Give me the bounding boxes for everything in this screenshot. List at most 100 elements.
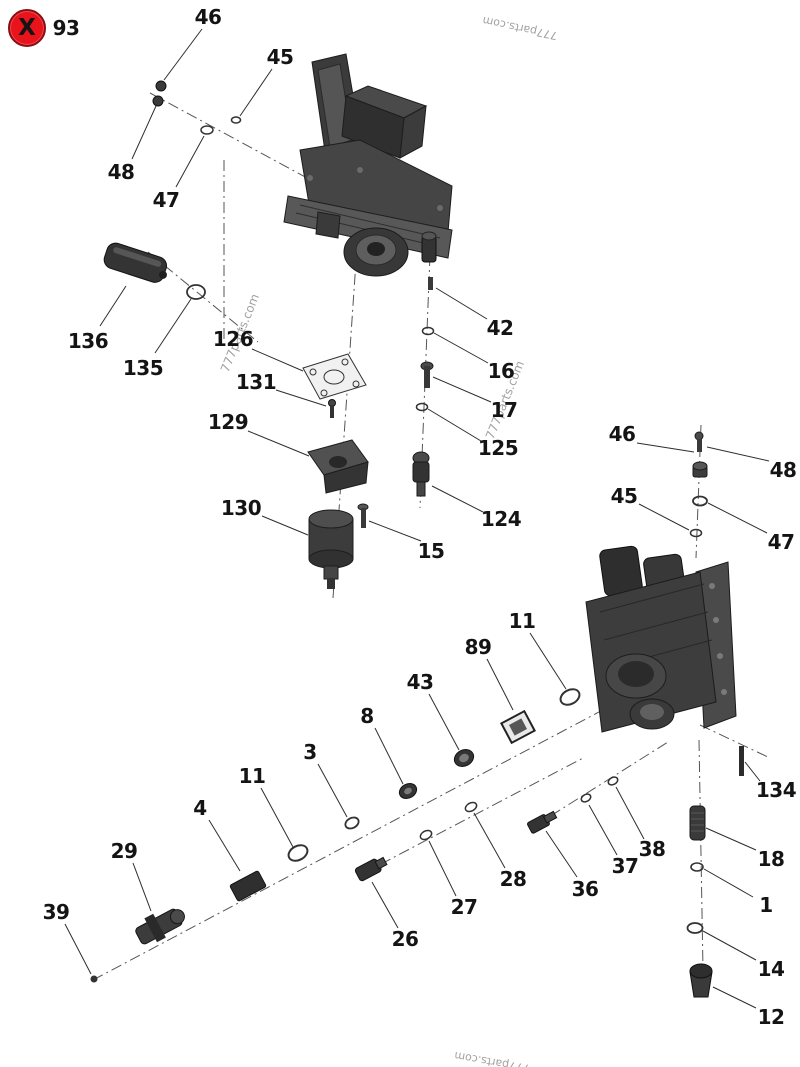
part-label-27: 27 bbox=[450, 895, 478, 919]
part-label-8: 8 bbox=[360, 704, 374, 728]
hardware-parts bbox=[90, 80, 744, 998]
part-label-48: 48 bbox=[107, 160, 135, 184]
part-label-43: 43 bbox=[406, 670, 434, 694]
part-label-46: 46 bbox=[194, 5, 222, 29]
x-icon: X bbox=[18, 14, 36, 41]
part-29-valve bbox=[135, 908, 185, 945]
leader-line-37 bbox=[588, 804, 618, 856]
part-label-1: 1 bbox=[759, 893, 773, 917]
leader-line-3 bbox=[317, 763, 348, 818]
part-17-bolt bbox=[420, 361, 434, 388]
leader-line-135 bbox=[154, 298, 192, 354]
part-15-bolt bbox=[357, 503, 369, 528]
leader-line-46 bbox=[636, 442, 695, 453]
part-18-plug bbox=[689, 805, 706, 841]
part-label-3: 3 bbox=[303, 740, 317, 764]
part-label-39: 39 bbox=[42, 900, 70, 924]
part-1-oring bbox=[690, 862, 704, 872]
leader-line-38 bbox=[615, 786, 645, 840]
part-11-oring-upper bbox=[559, 688, 581, 706]
part-label-18: 18 bbox=[757, 847, 785, 871]
part-12-plug bbox=[689, 963, 713, 998]
leader-line-46 bbox=[163, 28, 203, 81]
leader-line-26 bbox=[371, 881, 399, 929]
part-label-48: 48 bbox=[769, 458, 797, 482]
part-label-4: 4 bbox=[193, 796, 207, 820]
leader-line-126 bbox=[251, 348, 304, 372]
leader-line-89 bbox=[486, 658, 514, 711]
part-label-29: 29 bbox=[110, 839, 138, 863]
leader-line-17 bbox=[432, 376, 492, 403]
leader-line-12 bbox=[712, 986, 757, 1009]
part-26-plug bbox=[354, 856, 388, 882]
part-47-oring bbox=[200, 125, 214, 135]
leader-line-36 bbox=[545, 830, 578, 878]
part-38-oring bbox=[607, 776, 619, 786]
part-label-45: 45 bbox=[266, 45, 294, 69]
part-125-oring bbox=[415, 402, 429, 412]
part-27-oring bbox=[419, 829, 433, 841]
part-48-nuts bbox=[152, 80, 167, 107]
part-45-washer bbox=[230, 116, 242, 124]
part-label-134: 134 bbox=[755, 778, 797, 802]
part-label-136: 136 bbox=[67, 329, 109, 353]
part-47-oring-right bbox=[692, 495, 708, 507]
part-label-129: 129 bbox=[207, 410, 249, 434]
leader-line-15 bbox=[368, 520, 422, 542]
part-label-38: 38 bbox=[638, 837, 666, 861]
leader-line-14 bbox=[702, 930, 757, 961]
part-135-oring bbox=[186, 284, 206, 300]
part-label-130: 130 bbox=[220, 496, 262, 520]
part-16-oring bbox=[421, 326, 435, 336]
part-label-135: 135 bbox=[122, 356, 164, 380]
part-89-retainer bbox=[500, 709, 536, 745]
part-label-36: 36 bbox=[571, 877, 599, 901]
leader-line-45 bbox=[239, 68, 273, 117]
part-45-oring-right bbox=[689, 528, 703, 538]
leader-line-45 bbox=[638, 503, 690, 531]
part-134-pin bbox=[739, 746, 744, 776]
part-label-14: 14 bbox=[757, 957, 785, 981]
leader-line-18 bbox=[705, 827, 757, 851]
part-label-47: 47 bbox=[152, 188, 180, 212]
upper-assembly-drawing bbox=[283, 53, 453, 277]
part-label-11: 11 bbox=[238, 764, 266, 788]
error-marker: X bbox=[8, 9, 46, 47]
leader-line-39 bbox=[64, 923, 92, 975]
part-11-oring-lower bbox=[287, 844, 309, 862]
leader-line-1 bbox=[703, 868, 754, 898]
part-124-valve bbox=[412, 451, 430, 497]
part-label-11: 11 bbox=[508, 609, 536, 633]
part-8-seat bbox=[398, 783, 418, 799]
leader-line-48 bbox=[131, 105, 157, 160]
part-130-filter bbox=[308, 509, 354, 589]
leader-line-47 bbox=[707, 502, 768, 534]
part-label-17: 17 bbox=[490, 398, 518, 422]
leader-line-48 bbox=[706, 446, 770, 462]
part-37-oring bbox=[580, 793, 592, 803]
part-48-plug-right bbox=[692, 461, 708, 478]
part-126-gasket bbox=[302, 353, 367, 400]
lower-assembly-drawing bbox=[585, 545, 737, 733]
leader-line-134 bbox=[744, 761, 761, 782]
part-label-16: 16 bbox=[487, 359, 515, 383]
leader-line-8 bbox=[374, 727, 404, 785]
leader-line-43 bbox=[428, 693, 460, 751]
part-label-89: 89 bbox=[464, 635, 492, 659]
part-43-seat bbox=[453, 749, 475, 767]
part-36-bolt bbox=[527, 810, 558, 834]
leader-line-124 bbox=[431, 485, 484, 513]
part-label-26: 26 bbox=[391, 927, 419, 951]
part-label-47: 47 bbox=[767, 530, 795, 554]
leader-line-136 bbox=[99, 285, 127, 327]
leader-line-16 bbox=[433, 332, 489, 364]
leader-line-28 bbox=[473, 812, 506, 869]
part-label-28: 28 bbox=[499, 867, 527, 891]
leader-line-4 bbox=[208, 819, 241, 872]
part-label-131: 131 bbox=[235, 370, 277, 394]
part-14-oring bbox=[686, 922, 704, 934]
part-label-42: 42 bbox=[486, 316, 514, 340]
leader-line-27 bbox=[428, 840, 457, 897]
